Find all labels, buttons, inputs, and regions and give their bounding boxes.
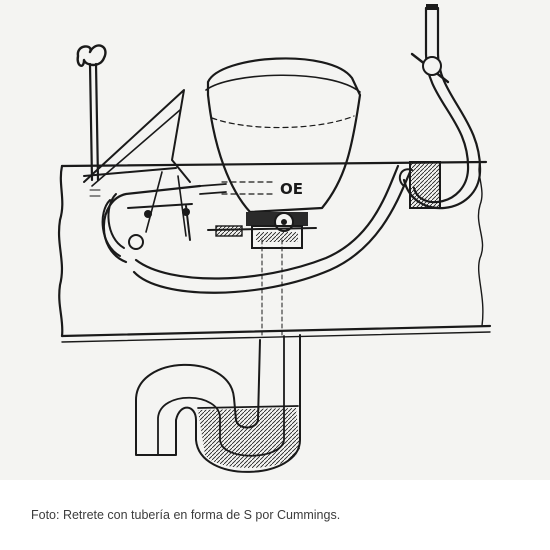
toilet-bowl: OE (205, 57, 362, 214)
supply-pipe (398, 4, 482, 210)
s-trap-toilet-illustration: OE (57, 4, 492, 473)
bowl-valve (207, 212, 317, 249)
toilet-diagram-figure: OE (0, 0, 550, 480)
s-trap-pipe (135, 239, 301, 473)
lever-linkage (83, 89, 193, 250)
pull-handle (76, 44, 107, 197)
figure-caption: Foto: Retrete con tubería en forma de S … (31, 508, 341, 522)
trap-water (198, 408, 300, 468)
supply-hose (101, 164, 412, 294)
bowl-marking: OE (280, 180, 303, 198)
